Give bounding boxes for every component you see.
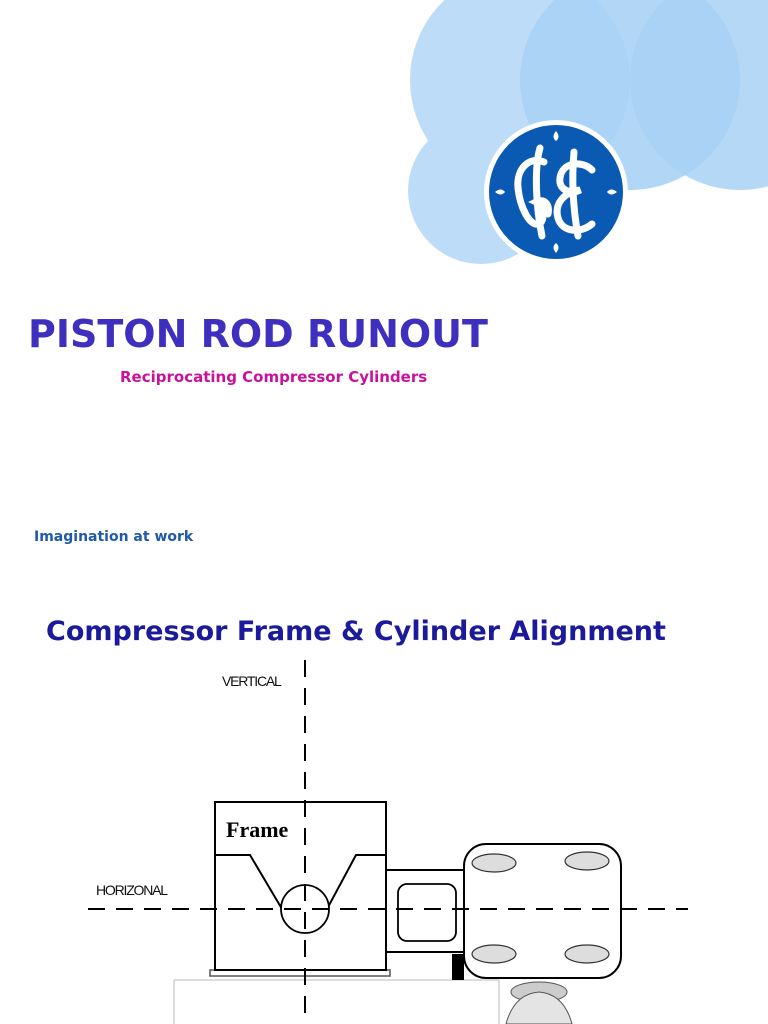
- valve-cap: [471, 944, 517, 964]
- horizontal-label: HORIZONAL: [96, 882, 168, 898]
- vertical-label: VERTICAL: [222, 673, 282, 689]
- title-slide: PISTON ROD RUNOUT Reciprocating Compress…: [28, 0, 768, 545]
- ge-monogram-logo-icon: [484, 120, 628, 264]
- frame-label: Frame: [226, 817, 289, 842]
- slide-subtitle: Reciprocating Compressor Cylinders: [120, 368, 428, 386]
- support-block: [452, 954, 464, 980]
- base-plate: [173, 979, 500, 1024]
- slide-title: Compressor Frame & Cylinder Alignment: [46, 616, 666, 647]
- frame-v-cut: [215, 854, 386, 910]
- distance-piece-window: [397, 883, 457, 942]
- alignment-slide: Compressor Frame & Cylinder Alignment Fr…: [0, 592, 768, 1024]
- slide-separator: [0, 575, 768, 592]
- tagline: Imagination at work: [34, 529, 194, 545]
- slide-title: PISTON ROD RUNOUT: [28, 312, 488, 356]
- cylinder: [463, 843, 622, 979]
- alignment-diagram: Frame VERTICAL HORIZONAL: [88, 660, 688, 1024]
- valve-cap: [564, 944, 610, 964]
- valve-cap: [564, 851, 610, 871]
- valve-cap: [471, 853, 517, 873]
- pedestal-body: [505, 991, 573, 1024]
